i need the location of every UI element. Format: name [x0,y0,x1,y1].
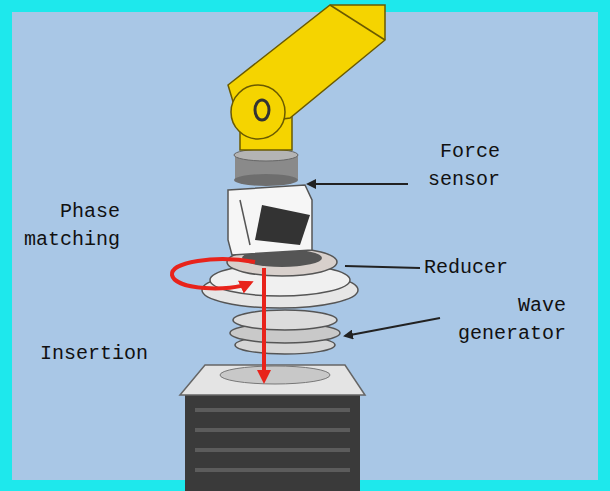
wave-generator-ring [233,310,337,330]
leader-arrow [345,318,440,336]
part-label: Phase matching [12,198,120,254]
insertion-arrow [262,268,266,380]
motor-shaft-seat [220,366,330,384]
robot-joint-mark [255,100,269,120]
part-label: Insertion [40,340,170,368]
force-sensor-top [234,149,298,161]
force-sensor-bottom [234,174,298,186]
leader-line [345,266,420,268]
part-label: Reducer [424,254,534,282]
motor-body [185,395,360,491]
gripper-block [228,185,312,255]
motor-flange [180,365,365,395]
motor-fins [195,410,350,470]
robot-joint [231,85,285,139]
part-label: Force sensor [408,138,500,194]
rotation-arrow [172,259,255,288]
robot-arm-edge [330,5,385,40]
leader-arrow [308,183,408,185]
gripper-edge [240,200,250,245]
gripper-jaw [255,205,310,245]
part-label: Wave generator [448,292,566,348]
